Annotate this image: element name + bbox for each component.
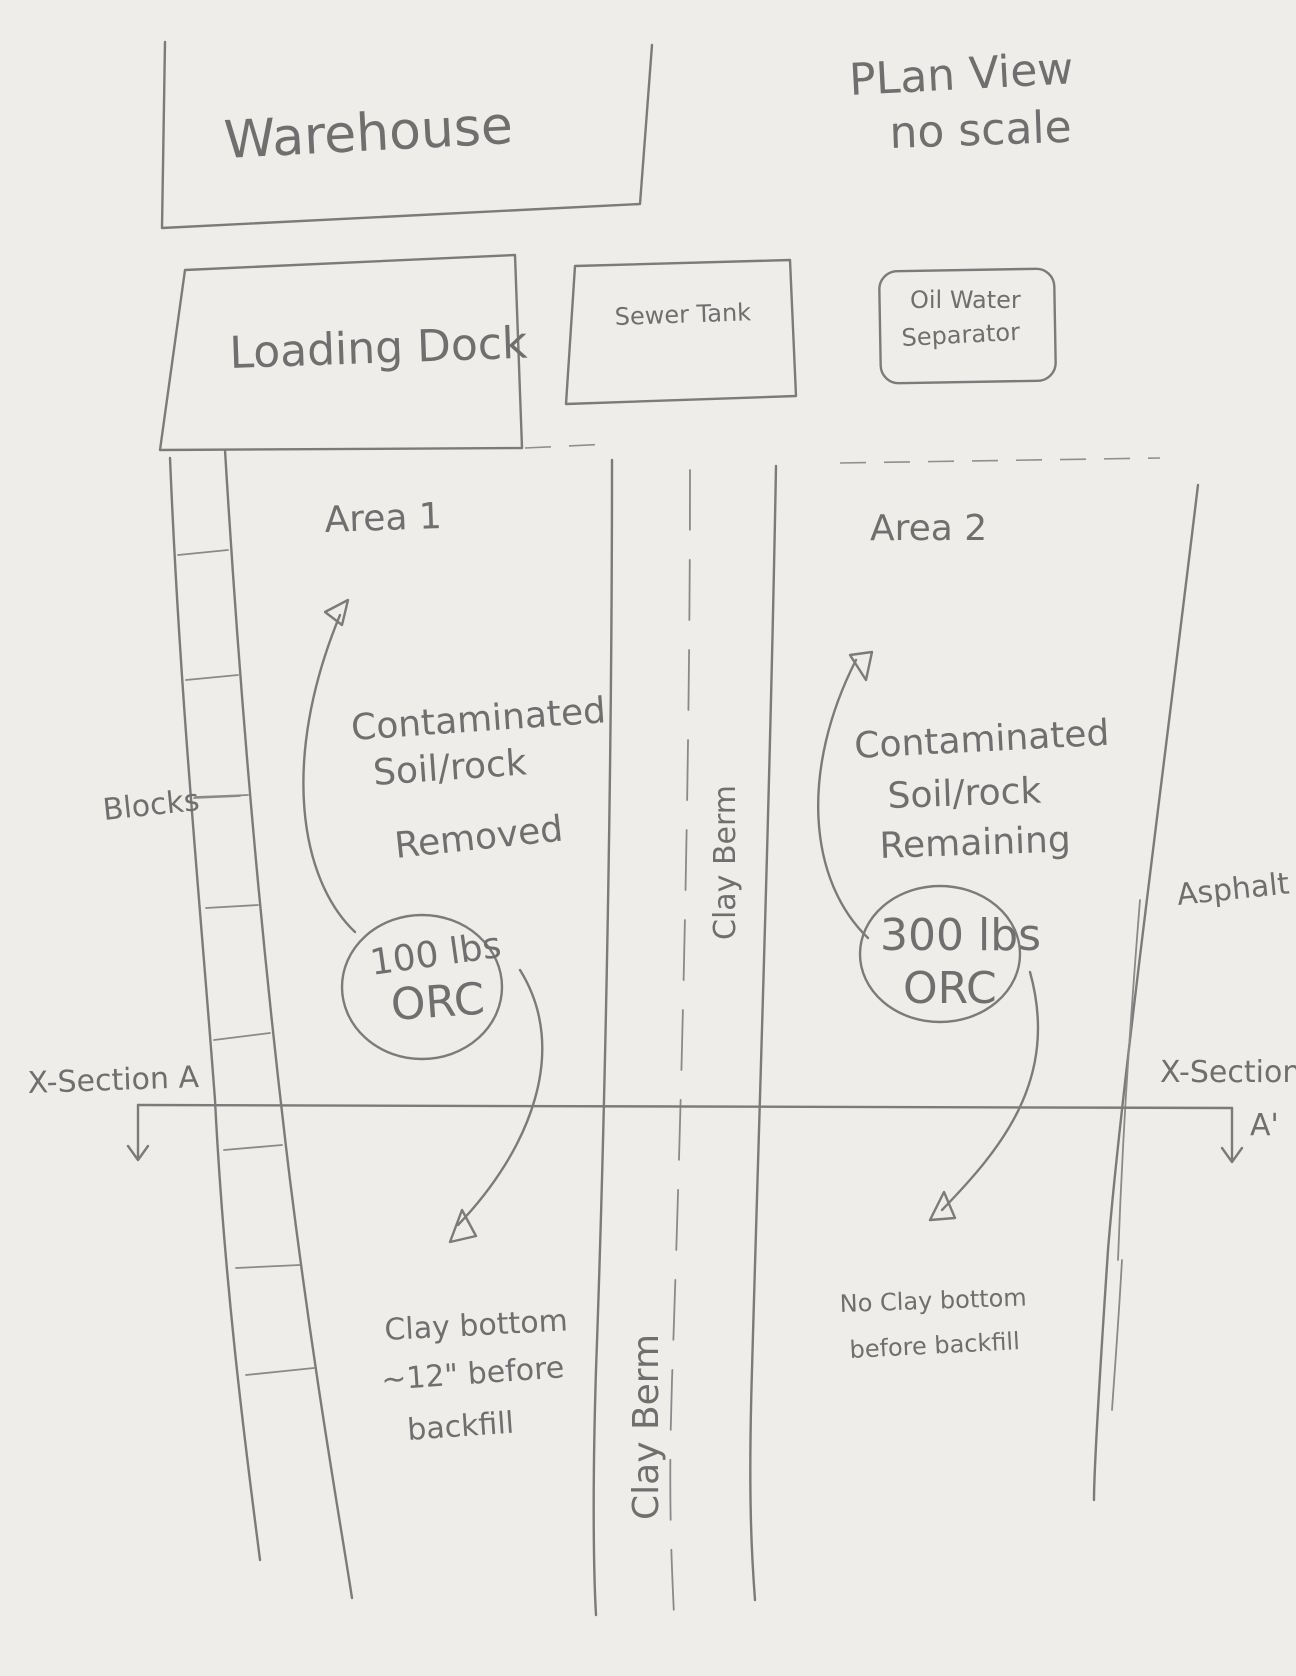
sewer-tank-outline bbox=[564, 258, 798, 406]
area2-orc-circle bbox=[858, 884, 1022, 1024]
area2-note-line1: Contaminated bbox=[853, 713, 1110, 767]
oil-water-label-line1: Oil Water bbox=[910, 286, 1021, 314]
area1-orc-label: ORC bbox=[389, 974, 486, 1031]
area2-orc-label: ORC bbox=[903, 963, 997, 1014]
area1-arrow-down bbox=[456, 968, 544, 1227]
area1-orc-circle bbox=[340, 913, 504, 1061]
area2-bottom-line1: No Clay bottom bbox=[839, 1283, 1027, 1318]
warehouse-label: Warehouse bbox=[223, 96, 515, 171]
dashed-boundary-right bbox=[839, 457, 1161, 464]
area2-note-line2: Soil/rock bbox=[887, 771, 1042, 817]
area1-arrow-down-head bbox=[448, 1208, 478, 1244]
dashed-boundary-left bbox=[524, 443, 611, 449]
area1-bottom-line1: Clay bottom bbox=[384, 1303, 569, 1348]
no-scale-label: no scale bbox=[889, 102, 1073, 159]
clay-berm-centerline bbox=[669, 469, 691, 1616]
area1-arrow-up-head bbox=[323, 598, 350, 627]
loading-dock-label: Loading Dock bbox=[229, 318, 529, 379]
cross-section-arrow-left bbox=[126, 1103, 150, 1162]
sewer-tank-label: Sewer Tank bbox=[614, 298, 751, 331]
clay-berm-left-edge bbox=[592, 458, 614, 1617]
asphalt-label: Asphalt bbox=[1175, 866, 1291, 913]
loading-dock-outline bbox=[158, 253, 524, 452]
clay-berm-lower-label: Clay Berm bbox=[626, 1334, 667, 1520]
clay-berm-upper-label: Clay Berm bbox=[708, 785, 743, 940]
area2-orc-amount: 300 lbs bbox=[880, 910, 1041, 961]
area2-arrow-up bbox=[817, 658, 870, 940]
area1-bottom-line3: backfill bbox=[406, 1406, 515, 1448]
area1-orc-amount: 100 lbs bbox=[368, 925, 504, 984]
xsection-right-label-line2: A' bbox=[1250, 1108, 1279, 1143]
asphalt-edge-secondary bbox=[1111, 899, 1141, 1411]
xsection-right-label-line1: X-Section bbox=[1160, 1055, 1296, 1090]
oil-water-label-line2: Separator bbox=[901, 318, 1021, 352]
plan-view-title: PLan View bbox=[848, 43, 1075, 106]
area1-label: Area 1 bbox=[324, 496, 443, 541]
area2-arrow-down-head bbox=[928, 1190, 957, 1222]
area1-note-line2: Soil/rock bbox=[372, 742, 528, 794]
area1-note-line1: Contaminated bbox=[350, 690, 607, 749]
blocks-wall-ticks bbox=[177, 549, 315, 1376]
warehouse-outline bbox=[160, 40, 654, 230]
cross-section-line bbox=[136, 1103, 1234, 1110]
area1-note-line3: Removed bbox=[393, 809, 565, 867]
area2-arrow-up-head bbox=[848, 650, 874, 682]
area2-note-line3: Remaining bbox=[879, 819, 1071, 867]
oil-water-separator-outline bbox=[878, 267, 1057, 385]
area2-arrow-down bbox=[940, 970, 1040, 1212]
clay-berm-right-edge bbox=[749, 464, 778, 1602]
asphalt-edge bbox=[1092, 483, 1200, 1502]
blocks-label: Blocks bbox=[101, 783, 201, 828]
blocks-leader bbox=[193, 795, 241, 799]
cross-section-arrow-right bbox=[1220, 1106, 1244, 1164]
area2-bottom-line2: before backfill bbox=[849, 1327, 1021, 1364]
area1-arrow-up bbox=[302, 613, 357, 934]
area2-label: Area 2 bbox=[870, 508, 987, 549]
xsection-left-label: X-Section A bbox=[27, 1060, 200, 1101]
blocks-wall-inner bbox=[223, 448, 354, 1600]
area1-bottom-line2: ~12" before bbox=[380, 1350, 565, 1398]
blocks-wall-outer bbox=[168, 456, 262, 1562]
